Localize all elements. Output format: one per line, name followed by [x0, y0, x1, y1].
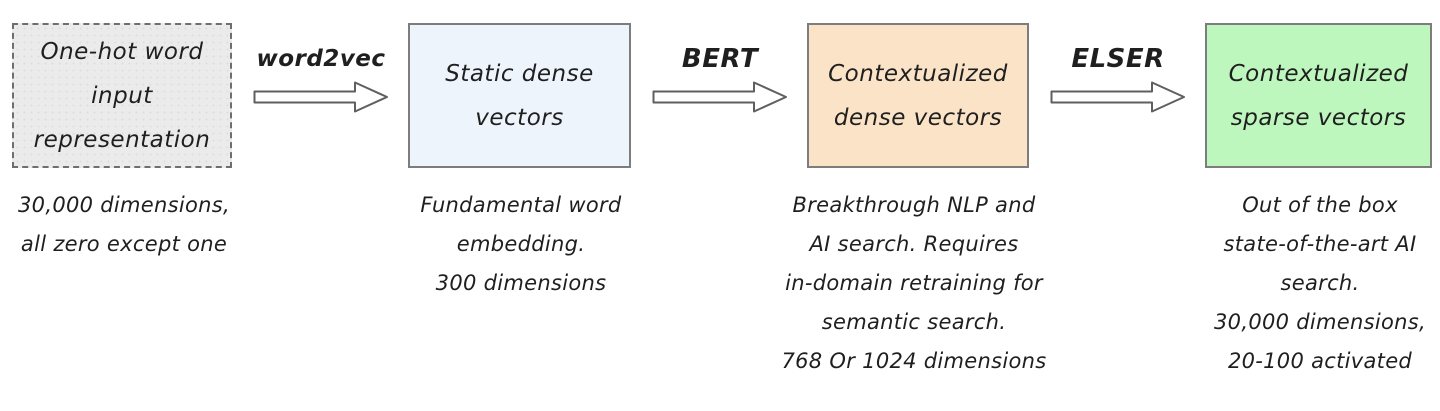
- arrow-label-elser: ELSER: [1071, 44, 1165, 74]
- stage-caption-one-hot: 30,000 dimensions, all zero except one: [18, 193, 230, 256]
- stage-box-one-hot: One-hot word input representation: [12, 23, 232, 168]
- right-block-arrow-icon: [1050, 81, 1185, 113]
- right-block-arrow-icon: [652, 81, 787, 113]
- stage-box-static-dense: Static dense vectors: [408, 23, 631, 168]
- arrow-elser: ELSER: [1050, 42, 1186, 114]
- arrow-label-word2vec: word2vec: [256, 46, 386, 72]
- stage-box-contextualized-dense: Contextualized dense vectors: [807, 23, 1029, 168]
- stage-box-contextualized-sparse: Contextualized sparse vectors: [1205, 23, 1432, 168]
- right-block-arrow-icon: [253, 81, 388, 113]
- stage-caption-contextualized-sparse: Out of the box state-of-the-art AI searc…: [1214, 193, 1426, 373]
- arrow-label-bert: BERT: [681, 44, 759, 74]
- arrow-bert: BERT: [652, 42, 788, 114]
- stage-caption-static-dense: Fundamental word embedding. 300 dimensio…: [420, 193, 622, 295]
- stage-caption-contextualized-dense: Breakthrough NLP and AI search. Requires…: [781, 193, 1047, 373]
- arrow-word2vec: word2vec: [253, 42, 389, 114]
